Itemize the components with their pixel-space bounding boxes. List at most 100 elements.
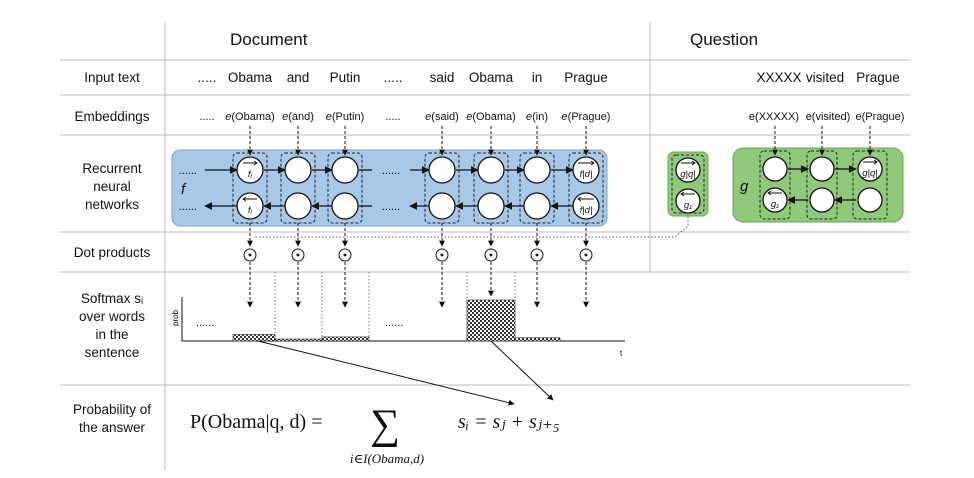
document-words: ..... Obama and Putin ..... said Obama i… [198, 70, 608, 85]
rnn-cell [809, 156, 835, 182]
cell-label-f-j-bwd: fⱼ [248, 205, 253, 216]
label-softmax-1: Softmax sᵢ [81, 291, 143, 306]
softmax-plot: prob t ...... ...... [171, 272, 625, 358]
q-word: visited [806, 70, 844, 85]
label-embeddings: Embeddings [74, 109, 149, 124]
q-embedding: e(Prague) [856, 111, 905, 123]
softmax-bar [321, 336, 370, 342]
rnn-cell [284, 192, 312, 220]
softmax-ylabel: prob [171, 309, 180, 326]
doc-rnn-ellipsis-mid: ...... [382, 165, 400, 177]
doc-embedding: e(Obama) [466, 111, 516, 123]
q-out-label-bottom: g₁ [684, 200, 692, 211]
right-arrow-icon [681, 160, 696, 166]
label-softmax-4: sentence [85, 345, 140, 360]
cell-label-f-d-fwd: f|d| [580, 169, 593, 180]
doc-embedding: e(Obama) [225, 111, 275, 123]
doc-word: ..... [384, 70, 403, 85]
rnn-cell [523, 192, 551, 220]
dot-operator-icons [243, 248, 593, 262]
rnn-cell [809, 187, 835, 213]
doc-embedding: ..... [199, 111, 214, 123]
doc-cell-labels: fⱼ f|d| fⱼ f|d| [242, 160, 595, 216]
doc-embedding: e(said) [425, 111, 459, 123]
doc-embedding: e(in) [526, 111, 548, 123]
rnn-cell [477, 192, 505, 220]
dot-products [243, 223, 593, 308]
doc-word: Prague [564, 70, 608, 85]
label-probability-2: the answer [79, 420, 146, 435]
label-probability-1: Probability of [73, 402, 151, 417]
question-rnn: g g|q| g₁ [732, 147, 904, 223]
formula-rhs: sᵢ = sⱼ + sⱼ₊₅ [458, 411, 560, 433]
doc-word: Obama [228, 70, 273, 85]
doc-word: Putin [330, 70, 361, 85]
softmax-bars [232, 299, 561, 342]
document-header: Document [230, 30, 308, 49]
row-labels: Input text Embeddings Recurrent neural n… [73, 70, 151, 435]
question-rnn-name: g [740, 178, 749, 195]
doc-embedding: e(Putin) [326, 111, 365, 123]
formula-sum-symbol: ∑ [370, 402, 400, 448]
label-input-text: Input text [84, 70, 140, 85]
q-cell-label-bottom: g₁ [771, 199, 779, 210]
doc-rnn-ellipsis-left: ...... [179, 201, 197, 213]
doc-rnn-ellipsis-left: ...... [179, 165, 197, 177]
formula-subscript: i∈I(Obama,d) [350, 451, 424, 466]
softmax-ellipsis: ...... [196, 317, 214, 329]
doc-word: and [287, 70, 310, 85]
softmax-bar [466, 299, 516, 342]
doc-embedding: e(Prague) [562, 111, 611, 123]
question-header: Question [690, 30, 758, 49]
rnn-cell [284, 156, 312, 184]
question-vector-link [255, 213, 689, 238]
question-output-block: g|q| g₁ [667, 151, 709, 217]
rnn-cell [477, 156, 505, 184]
document-rnn-name: f [181, 181, 187, 198]
softmax-bar [514, 337, 561, 342]
doc-word: said [430, 70, 455, 85]
rnn-cell [331, 192, 359, 220]
q-out-label-top: g|q| [680, 169, 696, 180]
label-softmax-3: in the [95, 327, 128, 342]
doc-rnn-ellipsis-mid: ...... [382, 201, 400, 213]
left-arrow-icon [242, 196, 257, 202]
left-arrow-icon [767, 190, 782, 196]
doc-word: Obama [469, 70, 514, 85]
rnn-cell [762, 156, 788, 182]
label-rnn-1: Recurrent [82, 161, 142, 176]
softmax-ellipsis: ...... [385, 317, 403, 329]
question-words: XXXXX visited Prague [756, 70, 899, 85]
label-rnn-2: neural [93, 179, 131, 194]
label-softmax-2: over words [79, 309, 145, 324]
label-dot-products: Dot products [74, 245, 151, 260]
formula-lhs: P(Obama|q, d) = [190, 411, 322, 433]
right-arrow-icon [243, 160, 258, 166]
doc-word: ..... [198, 70, 217, 85]
doc-word: in [532, 70, 543, 85]
grid-lines [60, 22, 910, 470]
softmax-xlabel: t [620, 349, 623, 358]
probability-formula: P(Obama|q, d) = ∑ i∈I(Obama,d) sᵢ = sⱼ +… [190, 402, 560, 466]
document-rnn: f [171, 149, 608, 227]
left-arrow-icon [680, 191, 695, 197]
q-embedding: e(visited) [806, 111, 851, 123]
left-arrow-icon [577, 196, 594, 202]
softmax-bar [274, 338, 323, 342]
doc-embedding: e(and) [282, 111, 314, 123]
rnn-cell [428, 192, 456, 220]
rnn-cell [523, 156, 551, 184]
rnn-cell [331, 156, 359, 184]
softmax-bar [232, 334, 276, 342]
document-embeddings: ..... e(Obama) e(and) e(Putin) ..... e(s… [199, 111, 610, 123]
q-cell-label-top: g|q| [862, 168, 878, 179]
q-word: XXXXX [756, 70, 801, 85]
rnn-cell [428, 156, 456, 184]
right-arrow-icon [863, 159, 878, 165]
label-rnn-3: networks [85, 197, 139, 212]
q-embedding: e(XXXXX) [749, 111, 799, 123]
question-embeddings: e(XXXXX) e(visited) e(Prague) [749, 111, 905, 123]
rnn-cell [857, 187, 883, 213]
right-arrow-icon [578, 160, 595, 166]
